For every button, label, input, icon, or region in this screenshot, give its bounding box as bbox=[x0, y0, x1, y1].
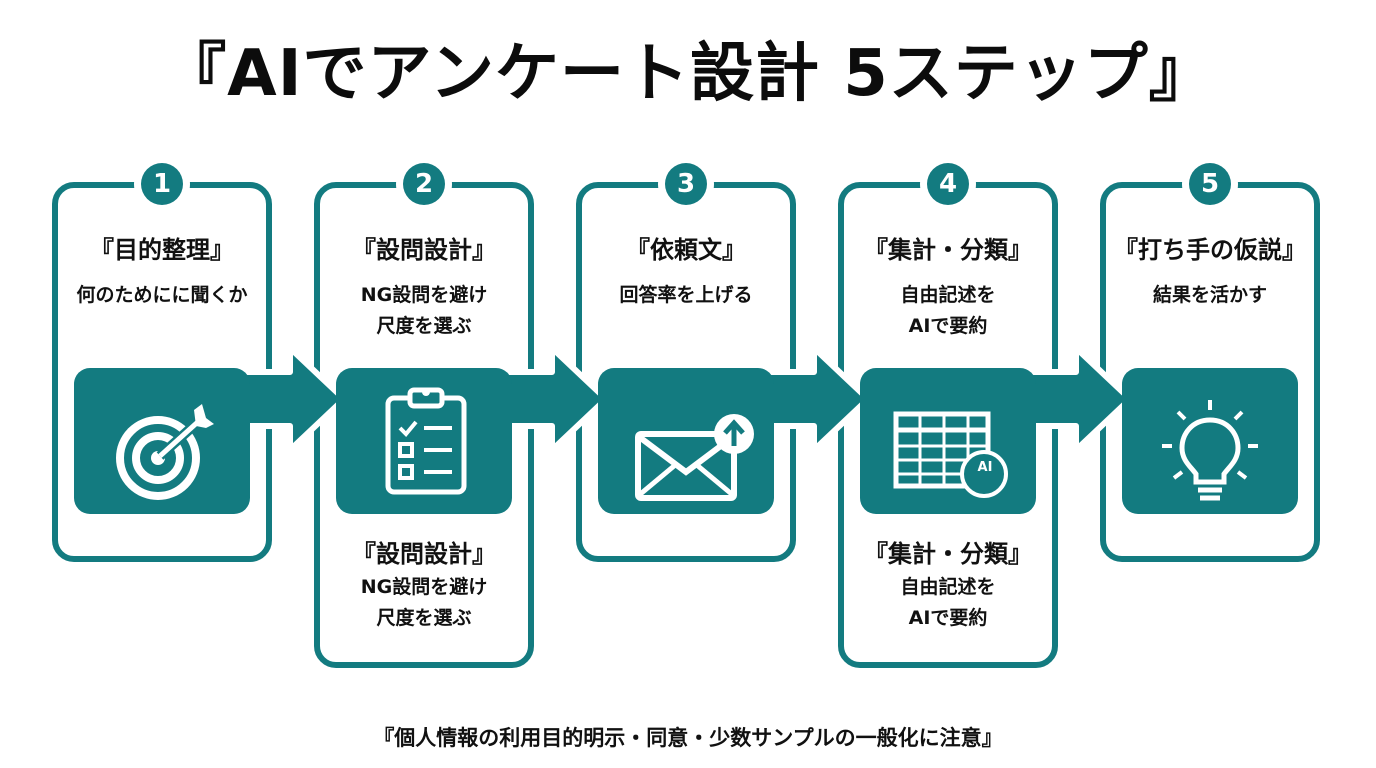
step-desc-4-repeat: 自由記述を AIで要約 bbox=[838, 572, 1058, 634]
step-desc-2-repeat-line2: 尺度を選ぶ bbox=[376, 607, 472, 629]
footer-note: 『個人情報の利用目的明示・同意・少数サンプルの一般化に注意』 bbox=[373, 726, 1003, 750]
icon-tile-4 bbox=[860, 368, 1036, 514]
step-number-5: 5 bbox=[1189, 163, 1231, 205]
step-desc-2-line2: 尺度を選ぶ bbox=[376, 315, 472, 337]
step-desc-2-repeat-line1: NG設問を避け bbox=[360, 576, 488, 598]
step-desc-1-line1: 何のためにに聞くか bbox=[76, 284, 248, 306]
step-desc-4-line1: 自由記述を bbox=[900, 284, 996, 306]
step-title-5: 『打ち手の仮説』 bbox=[1114, 236, 1306, 264]
step-number-4: 4 bbox=[927, 163, 969, 205]
page-title: 『AIでアンケート設計 5ステップ』 bbox=[162, 37, 1214, 111]
step-number-2: 2 bbox=[403, 163, 445, 205]
step-number-badge-2: 2 bbox=[396, 156, 452, 212]
step-title-2: 『設問設計』 bbox=[352, 236, 496, 264]
step-desc-2-line1: NG設問を避け bbox=[360, 284, 488, 306]
flow-arrow-1 bbox=[240, 345, 347, 453]
step-desc-4-repeat-line2: AIで要約 bbox=[908, 607, 988, 629]
step-number-badge-1: 1 bbox=[134, 156, 190, 212]
step-desc-4-line2: AIで要約 bbox=[908, 315, 988, 337]
step-desc-5: 結果を活かす bbox=[1100, 280, 1320, 311]
step-desc-1: 何のためにに聞くか bbox=[52, 280, 272, 311]
lightbulb-icon bbox=[1162, 400, 1258, 501]
spreadsheet-ai-icon bbox=[893, 411, 1008, 498]
flow-arrow-3 bbox=[764, 345, 871, 453]
ai-badge-text: AI bbox=[977, 460, 993, 475]
step-number-badge-5: 5 bbox=[1182, 156, 1238, 212]
flow-arrow-4 bbox=[1026, 345, 1133, 453]
step-desc-3: 回答率を上げる bbox=[576, 280, 796, 311]
step-number-badge-3: 3 bbox=[658, 156, 714, 212]
checklist-icon bbox=[385, 387, 467, 495]
step-title-1: 『目的整理』 bbox=[90, 236, 234, 264]
step-number-badge-4: 4 bbox=[920, 156, 976, 212]
step-title-2-repeat: 『設問設計』 bbox=[352, 540, 496, 568]
step-desc-2-repeat: NG設問を避け尺度を選ぶ bbox=[314, 572, 534, 634]
target-icon bbox=[116, 404, 214, 500]
step-title-4-repeat: 『集計・分類』 bbox=[864, 540, 1032, 568]
flow-arrow-2 bbox=[502, 345, 609, 453]
step-desc-4: 自由記述を AIで要約 bbox=[838, 280, 1058, 342]
step-number-3: 3 bbox=[665, 163, 707, 205]
icon-tile-1 bbox=[74, 368, 250, 514]
step-title-3: 『依頼文』 bbox=[626, 236, 746, 264]
step-title-4: 『集計・分類』 bbox=[864, 236, 1032, 264]
envelope-upload-icon bbox=[635, 414, 754, 501]
step-desc-3-line1: 回答率を上げる bbox=[619, 284, 753, 306]
step-desc-2: NG設問を避け尺度を選ぶ bbox=[314, 280, 534, 342]
step-desc-5-line1: 結果を活かす bbox=[1152, 284, 1267, 306]
step-number-1: 1 bbox=[141, 163, 183, 205]
step-desc-4-repeat-line1: 自由記述を bbox=[900, 576, 996, 598]
